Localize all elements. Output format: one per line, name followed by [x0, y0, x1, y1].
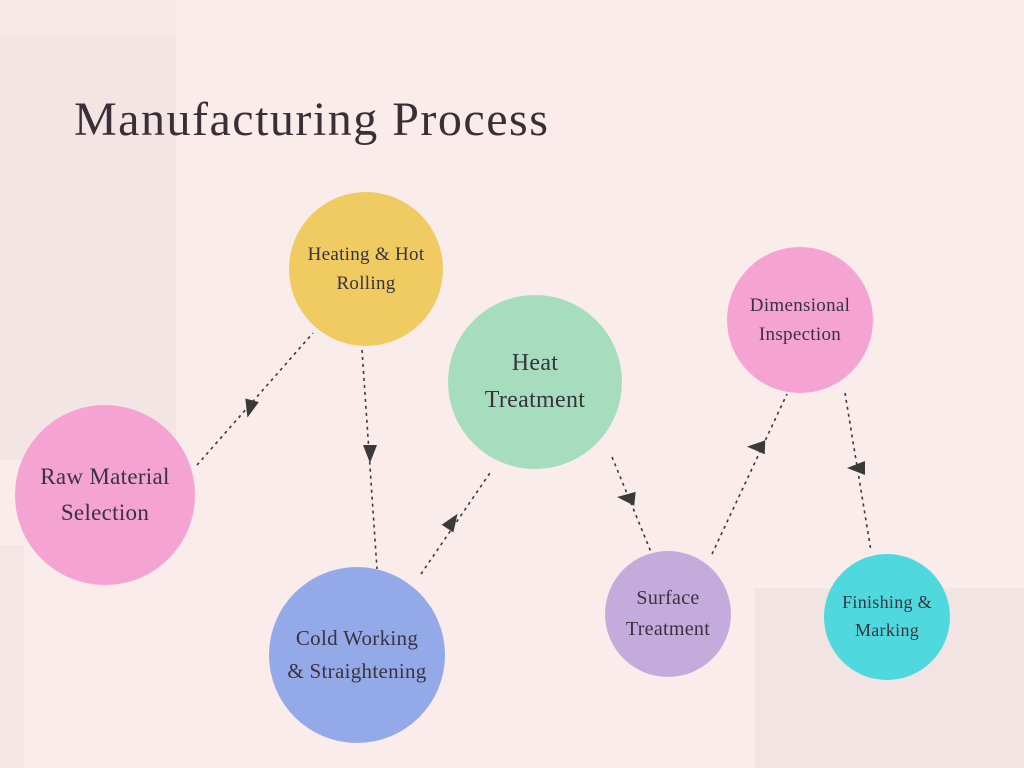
node-label-line: Inspection: [758, 324, 842, 345]
background-band-left: [0, 0, 176, 460]
node-label-line: Selection: [60, 500, 150, 525]
node-label-line: Treatment: [484, 387, 586, 413]
node-raw-material-selection: Raw Material Selection: [15, 405, 195, 585]
connector-cold-to-heat: [420, 469, 493, 575]
connector-heat-to-surface: [611, 456, 652, 553]
node-heating-hot-rolling: Heating & Hot Rolling: [289, 192, 443, 346]
page-title: Manufacturing Process: [74, 93, 550, 146]
background-band-bottom-left: [0, 545, 24, 768]
node-label-line: Marking: [854, 620, 920, 640]
arrowhead-icon: [363, 445, 377, 463]
node-label-line: Surface: [636, 587, 700, 609]
node-label-line: Treatment: [625, 618, 711, 640]
background-band-top-left: [0, 0, 176, 35]
arrowhead-icon: [617, 491, 636, 506]
connector-raw-to-heating: [196, 332, 314, 466]
arrowhead-icon: [747, 440, 766, 455]
connector-surface-to-dimension: [711, 393, 788, 555]
node-label-line: Cold Working: [295, 626, 419, 651]
node-label-line: & Straightening: [287, 659, 427, 683]
node-cold-working-straightening: Cold Working & Straightening: [269, 567, 445, 743]
node-label-line: Rolling: [336, 273, 396, 294]
arrowhead-icon: [847, 461, 865, 475]
node-dimensional-inspection: Dimensional Inspection: [727, 247, 873, 393]
node-label-line: Heating & Hot: [307, 243, 425, 265]
connector-heating-to-cold: [361, 349, 378, 570]
node-label-line: Dimensional: [749, 294, 851, 316]
node-label-line: Heat: [511, 349, 559, 376]
node-finishing-marking: Finishing & Marking: [824, 554, 950, 680]
arrowhead-icon: [245, 398, 259, 418]
node-surface-treatment: Surface Treatment: [605, 551, 731, 677]
node-label-line: Finishing &: [842, 592, 932, 613]
node-label-line: Raw Material: [40, 464, 170, 490]
arrowhead-icon: [441, 513, 458, 533]
node-heat-treatment: Heat Treatment: [448, 295, 622, 469]
connector-dimension-to-finish: [844, 392, 872, 552]
